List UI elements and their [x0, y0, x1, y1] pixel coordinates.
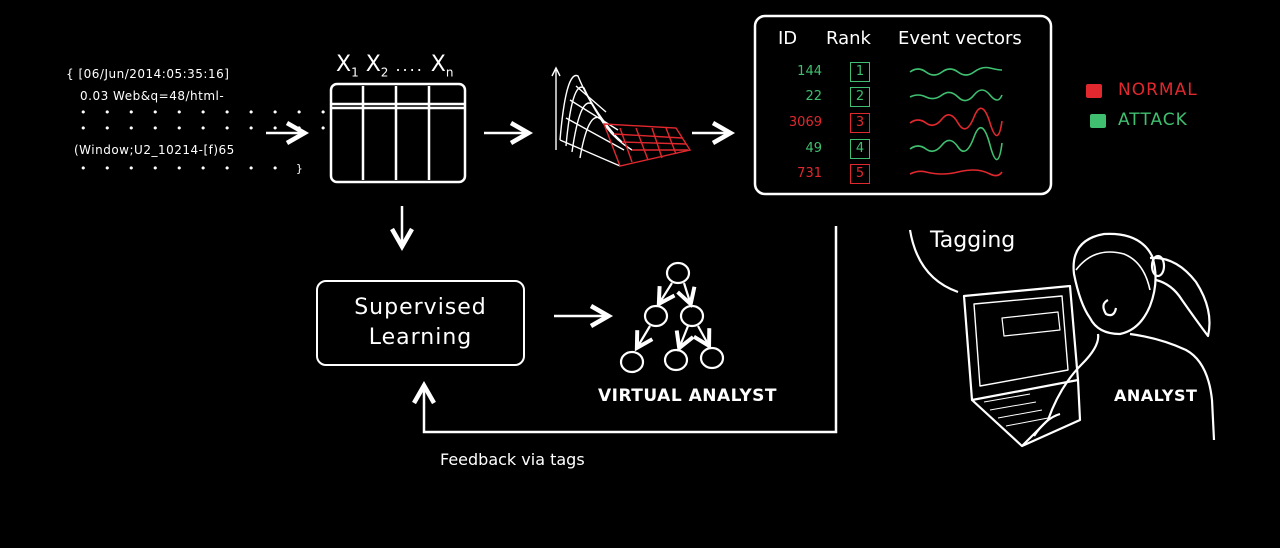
surface-plot-icon: [551, 66, 692, 167]
legend-swatch-attack: [1090, 114, 1106, 128]
x2-label: X: [365, 52, 381, 77]
log-dots-1: • • • • • • • • • • •: [80, 106, 334, 119]
table-header-event-vectors: Event vectors: [898, 28, 1022, 49]
ranking-panel: [753, 14, 1053, 196]
x1-label: X: [336, 52, 352, 77]
feature-matrix: [329, 82, 467, 184]
tagging-arc: [908, 229, 959, 294]
row-id: 144: [797, 64, 822, 79]
virtual-analyst-label: VIRTUAL ANALYST: [598, 386, 777, 406]
row-rank: 1: [850, 62, 870, 82]
feedback-loop-arrow: [412, 226, 838, 434]
matrix-columns-label: X1 X2 .... Xn: [336, 52, 453, 79]
xn-label: X: [430, 52, 446, 77]
supervised-learning-line-1: Supervised: [354, 295, 487, 320]
row-rank: 3: [850, 113, 870, 133]
analyst-label: ANALYST: [1114, 386, 1198, 405]
log-dots-3: • • • • • • • • • }: [80, 162, 310, 175]
decision-tree-icon: [619, 261, 725, 374]
feedback-label: Feedback via tags: [440, 450, 585, 469]
log-line-2: 0.03 Web&q=48/html-: [80, 89, 225, 103]
log-line-3: (Window;U2_10214-[f)65: [74, 143, 235, 157]
tagging-label: Tagging: [930, 228, 1016, 253]
row-id: 731: [797, 166, 822, 181]
xn-subscript: n: [445, 65, 454, 80]
event-vectors: [909, 66, 1003, 177]
x1-subscript: 1: [351, 65, 359, 80]
legend-label-normal: NORMAL: [1118, 80, 1198, 100]
log-line-1: { [06/Jun/2014:05:35:16]: [66, 67, 230, 81]
row-id: 3069: [788, 115, 822, 130]
analyst-illustration: [962, 232, 1216, 448]
row-rank: 2: [850, 87, 870, 107]
table-header-id: ID: [778, 28, 798, 49]
row-rank: 4: [850, 139, 870, 159]
x2-subscript: 2: [380, 65, 389, 80]
row-id: 49: [805, 141, 822, 156]
legend-label-attack: ATTACK: [1118, 110, 1188, 130]
row-rank: 5: [850, 164, 870, 184]
table-header-rank: Rank: [826, 28, 871, 49]
legend-swatch-normal: [1086, 84, 1102, 98]
supervised-learning-box: Supervised Learning: [316, 280, 525, 366]
matrix-dots: ....: [395, 56, 424, 75]
supervised-learning-line-2: Learning: [368, 325, 473, 350]
log-dots-2: • • • • • • • • • • •: [80, 122, 334, 135]
row-id: 22: [805, 89, 822, 104]
